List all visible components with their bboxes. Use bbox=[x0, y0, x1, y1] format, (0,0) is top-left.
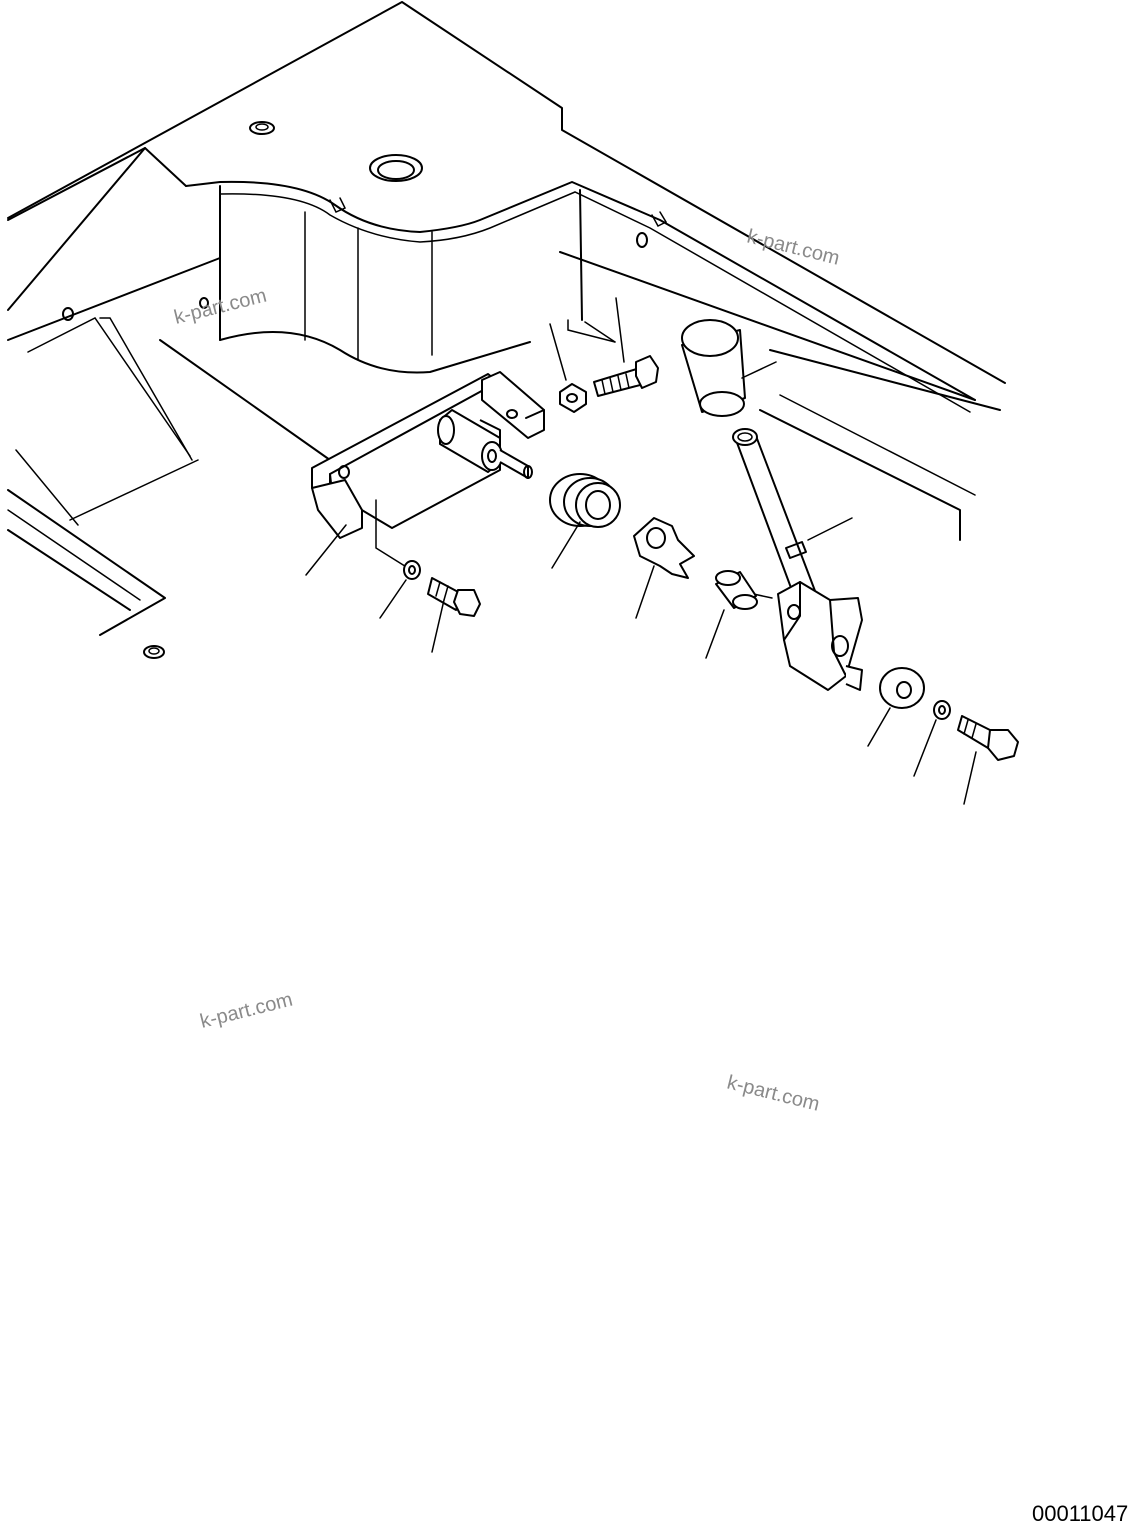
floor-frame bbox=[7, 1, 1006, 659]
washer-small-left bbox=[403, 560, 421, 580]
washer-small-right bbox=[933, 700, 951, 720]
nut bbox=[559, 383, 587, 413]
lock-plate bbox=[633, 517, 695, 579]
bushing bbox=[715, 570, 758, 610]
watermark: k-part.com bbox=[725, 1072, 822, 1116]
lever-assembly bbox=[732, 428, 863, 691]
pin bbox=[437, 409, 533, 479]
spring bbox=[549, 473, 621, 528]
bolt-upper bbox=[593, 355, 659, 397]
bolt-left bbox=[427, 577, 481, 617]
washer-large bbox=[879, 667, 925, 709]
bracket bbox=[311, 371, 545, 569]
watermark: k-part.com bbox=[198, 989, 295, 1033]
collar bbox=[681, 319, 746, 417]
callout-leaders bbox=[305, 297, 977, 805]
bolt-right bbox=[957, 715, 1019, 761]
drawing-code: 00011047 bbox=[1032, 1501, 1128, 1526]
